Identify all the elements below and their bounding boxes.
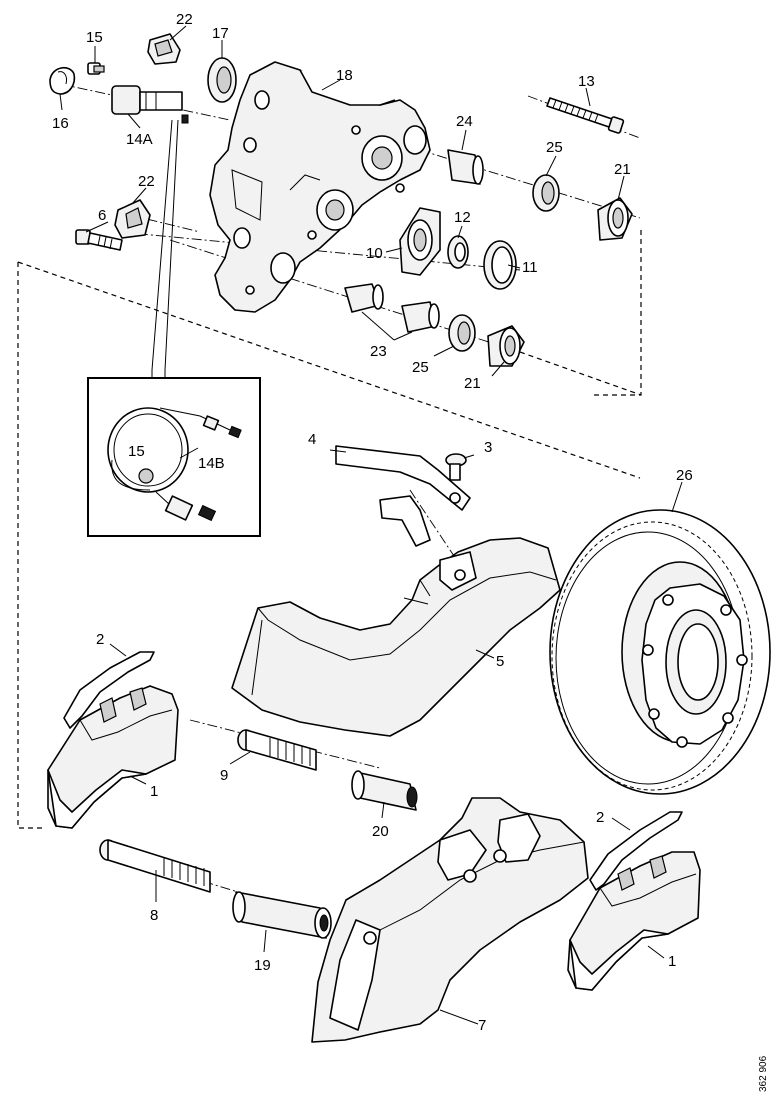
- boot-part-21-bottom: [487, 325, 525, 367]
- dashed-boundary: [17, 230, 642, 829]
- label-17: 17: [212, 25, 229, 42]
- plate-part-10: [399, 207, 441, 276]
- sleeve-part-24: [447, 149, 484, 185]
- label-26: 26: [676, 467, 693, 484]
- label-4: 4: [308, 431, 316, 448]
- sleeve-part-19: [232, 891, 332, 953]
- brake-disc-part-26: [549, 481, 771, 795]
- sensor-inset-box: [87, 377, 261, 537]
- reference-number: 362 906: [758, 1055, 769, 1092]
- label-2-right: 2: [596, 809, 604, 826]
- label-24: 24: [456, 113, 473, 130]
- label-19: 19: [254, 957, 271, 974]
- clip-part-16: [49, 67, 76, 95]
- label-18: 18: [336, 67, 353, 84]
- guide-bolt-part-9: [229, 729, 317, 771]
- bush-part-22-mid: [114, 199, 151, 239]
- guide-bolt-part-8: [99, 839, 211, 902]
- sleeve-part-20: [351, 770, 418, 819]
- boot-part-21-top: [597, 197, 633, 241]
- brake-pad-part-1-left: [47, 685, 179, 829]
- label-7: 7: [478, 1017, 486, 1034]
- sensor-part-14a: [111, 85, 189, 124]
- seal-part-25-bottom: [448, 314, 476, 352]
- label-15-inset: 15: [128, 443, 145, 460]
- label-1-left: 1: [150, 783, 158, 800]
- leader-lines: [59, 25, 625, 377]
- label-10: 10: [366, 245, 383, 262]
- part-labels: 16 15 14A 22 17 18 13 24 25 21 22 6 12 1…: [52, 11, 693, 1034]
- caliper-carrier-part-5: [231, 495, 561, 737]
- label-15: 15: [86, 29, 103, 46]
- bush-part-22-top: [147, 33, 181, 65]
- label-22-mid: 22: [138, 173, 155, 190]
- cap-part-11: [483, 240, 517, 290]
- label-5: 5: [496, 653, 504, 670]
- label-21-bottom: 21: [464, 375, 481, 392]
- sensor-cable: [151, 119, 179, 380]
- bolt-part-6: [75, 229, 123, 251]
- label-9: 9: [220, 767, 228, 784]
- sleeves-part-23: [344, 283, 440, 333]
- label-20: 20: [372, 823, 389, 840]
- adjuster-screw-part-13: [546, 97, 625, 134]
- caliper-bracket-part-7: [311, 797, 589, 1043]
- seal-part-25-top: [532, 174, 560, 212]
- label-14a: 14A: [126, 131, 153, 148]
- label-22-top: 22: [176, 11, 193, 28]
- brake-pad-part-1-right: [567, 851, 701, 991]
- label-21-top: 21: [614, 161, 631, 178]
- label-1-right: 1: [668, 953, 676, 970]
- pad-spring-part-2-right: [589, 811, 683, 891]
- label-23: 23: [370, 343, 387, 360]
- label-14b: 14B: [198, 455, 225, 472]
- label-6: 6: [98, 207, 106, 224]
- screw-part-15: [87, 62, 105, 75]
- bracket-plate-part-4: [329, 445, 471, 511]
- label-13: 13: [578, 73, 595, 90]
- label-12: 12: [454, 209, 471, 226]
- label-11: 11: [522, 259, 538, 276]
- label-25-top: 25: [546, 139, 563, 156]
- pad-spring-part-2-left: [63, 643, 155, 729]
- seal-part-17: [207, 57, 237, 103]
- label-8: 8: [150, 907, 158, 924]
- ring-part-12: [447, 235, 469, 269]
- label-2-left: 2: [96, 631, 104, 648]
- bolt-part-3: [445, 453, 475, 481]
- label-25-bottom: 25: [412, 359, 429, 376]
- label-3: 3: [484, 439, 492, 456]
- label-16: 16: [52, 115, 69, 132]
- caliper-housing-part-18: [209, 61, 431, 313]
